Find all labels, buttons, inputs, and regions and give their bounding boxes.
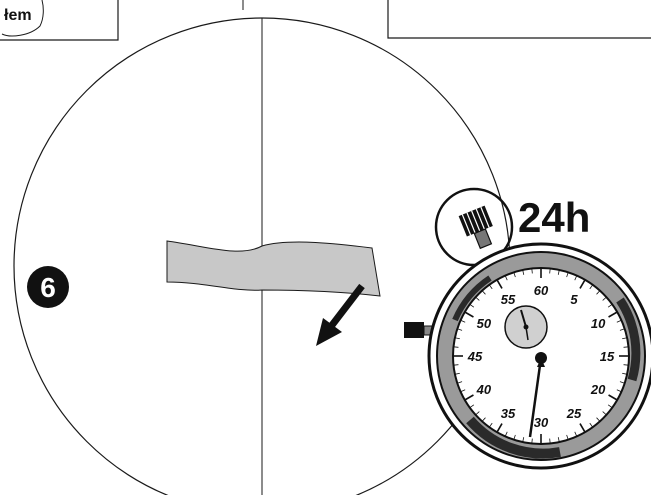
dial-tick — [624, 365, 629, 366]
dial-tick — [532, 439, 533, 444]
top-right-panel — [388, 0, 651, 38]
crown-icon — [459, 206, 499, 252]
top-left-panel: łem — [0, 0, 118, 40]
dial-tick — [453, 365, 458, 366]
dial-number: 15 — [600, 349, 615, 364]
dial-number: 60 — [534, 283, 549, 298]
dial-number: 30 — [534, 415, 549, 430]
dial-tick — [550, 268, 551, 273]
dial-tick — [624, 347, 629, 348]
dial-number: 50 — [477, 316, 492, 331]
step-badge: 6 — [27, 266, 69, 308]
dial-number: 5 — [570, 292, 578, 307]
dial-number: 10 — [591, 316, 606, 331]
dial-number: 35 — [501, 406, 516, 421]
gray-strip — [167, 241, 380, 296]
dial-number: 20 — [590, 382, 606, 397]
dial-tick — [550, 439, 551, 444]
direction-arrow — [316, 286, 362, 346]
dial-tick — [532, 268, 533, 273]
top-left-panel-text: łem — [4, 7, 32, 24]
step-number: 6 — [40, 272, 56, 303]
duration-label: 24h — [518, 194, 590, 241]
dial-number: 25 — [566, 406, 582, 421]
dial-tick — [453, 347, 458, 348]
dial-number: 55 — [501, 292, 516, 307]
dial-number: 45 — [467, 349, 483, 364]
dial-number: 40 — [476, 382, 492, 397]
